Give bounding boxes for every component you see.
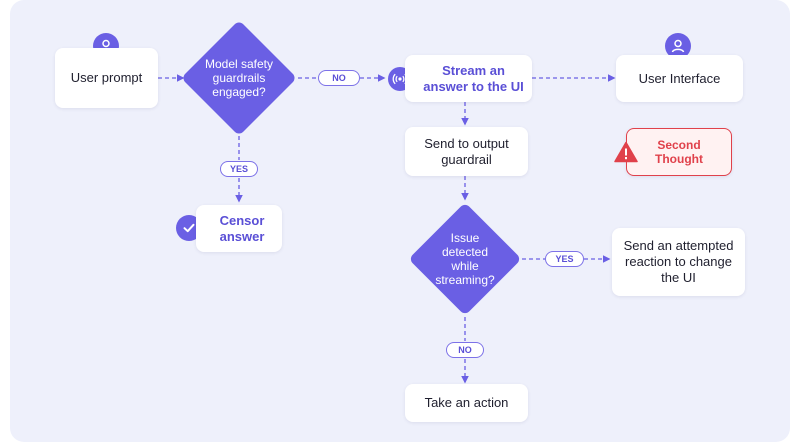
second-thought-node: Second Thought [626,128,732,176]
take-action-node: Take an action [405,384,528,422]
user-prompt-label: User prompt [70,70,143,85]
attempted-reaction-node: Send an attempted reaction to change the… [612,228,745,296]
issue-decision-label: Issue detected while streaming? [435,231,495,287]
safety-decision-label: Model safety guardrails engaged? [204,57,274,99]
user-prompt-node: User prompt [55,48,158,108]
user-icon [665,33,691,59]
output-guardrail-label: Send to output guardrail [424,135,509,167]
second-thought-label: Second Thought [655,138,703,166]
stream-answer-label: Stream an answer to the UI [423,62,524,94]
take-action-label: Take an action [424,395,509,410]
issue-yes-pill: YES [545,251,584,267]
flowchart-canvas: User prompt Model safety guardrails enga… [10,0,790,442]
censor-answer-label: Censor answer [219,212,265,244]
output-guardrail-node: Send to output guardrail [405,127,528,176]
stream-answer-node: Stream an answer to the UI [405,55,532,102]
censor-answer-node: Censor answer [196,205,282,252]
attempted-reaction-label: Send an attempted reaction to change the… [623,238,734,285]
user-interface-node: User Interface [616,55,743,102]
user-interface-label: User Interface [638,70,721,86]
safety-no-pill: NO [318,70,360,86]
issue-no-pill: NO [446,342,484,358]
safety-yes-pill: YES [220,161,258,177]
edges-layer [158,74,616,384]
warning-icon [614,141,638,163]
